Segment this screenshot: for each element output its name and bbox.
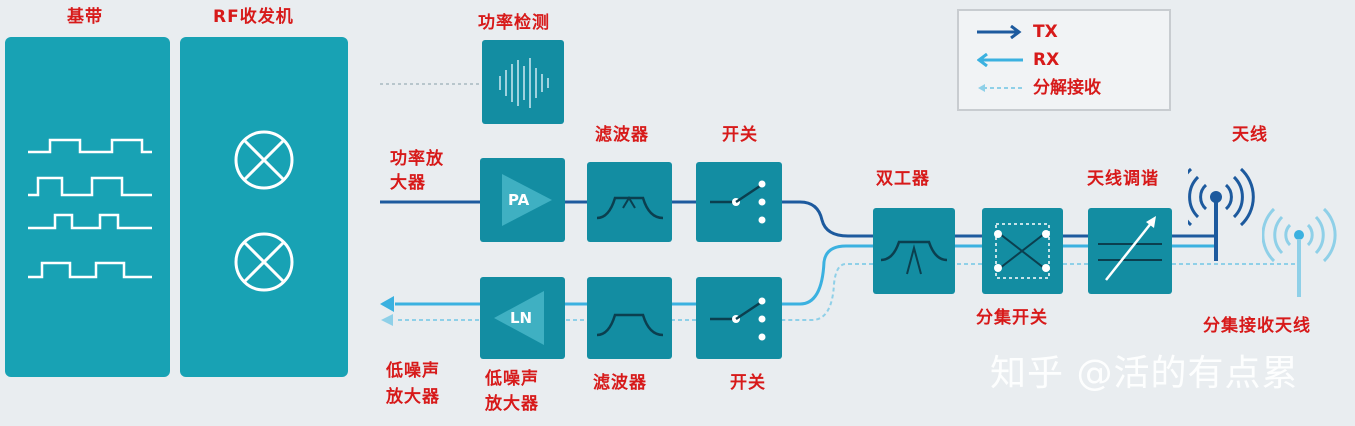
diversity-antenna-label: 分集接收天线	[1203, 316, 1311, 336]
switch-bottom-block	[696, 277, 782, 359]
legend: TX RX 分解接收	[957, 9, 1171, 111]
switch-bottom-label: 开关	[730, 373, 766, 393]
diversity-arrow-head	[381, 314, 393, 326]
switch-icon	[710, 180, 766, 224]
waveform-icon	[499, 58, 549, 108]
lna-left-label-2: 放大器	[386, 387, 440, 407]
crossover-switch-icon	[994, 223, 1050, 279]
switch-top-label: 开关	[722, 125, 758, 145]
diversity-antenna-icon	[1262, 207, 1337, 297]
power-amp-label-2: 大器	[390, 173, 426, 193]
baseband-waveforms	[28, 138, 152, 279]
filter-top-label: 滤波器	[595, 125, 649, 145]
antenna-tuner-label: 天线调谐	[1087, 169, 1159, 189]
diversity-switch-label: 分集开关	[976, 308, 1048, 328]
lna-label-1: 低噪声	[485, 369, 539, 389]
bandpass-filter-icon	[596, 196, 664, 220]
lna-label-2: 放大器	[485, 394, 539, 414]
power-detect-block	[482, 40, 564, 124]
duplexer-block	[873, 208, 955, 294]
switch-icon	[710, 297, 766, 341]
pa-block: PA	[480, 158, 565, 242]
power-amp-label-1: 功率放	[390, 149, 444, 169]
lna-block: LN	[480, 277, 565, 359]
bandpass-filter-icon	[596, 313, 664, 337]
diversity-switch-block	[982, 208, 1063, 294]
ln-text: LN	[510, 309, 533, 327]
filter-bottom-label: 滤波器	[593, 373, 647, 393]
rf-transceiver-panel	[180, 37, 348, 377]
duplexer-icon	[880, 240, 948, 275]
rx-path	[395, 244, 1218, 306]
tuner-icon	[1098, 216, 1162, 281]
filter-bottom-block	[587, 277, 672, 359]
tx-path	[380, 200, 1218, 238]
antenna-tuner-block	[1088, 208, 1172, 294]
legend-diversity: 分解接收	[1033, 78, 1101, 98]
amplifier-triangle-icon	[494, 291, 544, 345]
baseband-panel	[5, 37, 170, 377]
legend-rx: RX	[1033, 50, 1060, 70]
mixer-icons	[234, 130, 294, 292]
lna-left-label-1: 低噪声	[386, 361, 440, 381]
baseband-title: 基带	[67, 7, 103, 27]
filter-top-block	[587, 162, 672, 242]
rx-arrow-head	[380, 296, 394, 312]
switch-top-block	[696, 162, 782, 242]
antenna-label: 天线	[1232, 125, 1268, 145]
legend-tx: TX	[1033, 22, 1058, 42]
pa-text: PA	[508, 191, 530, 209]
watermark: 知乎 @活的有点累	[990, 353, 1299, 394]
antenna-icon	[1188, 167, 1255, 261]
rf-transceiver-title: RF收发机	[213, 7, 294, 27]
diversity-arrow-icon	[978, 84, 1023, 92]
amplifier-triangle-icon	[502, 174, 552, 226]
duplexer-label: 双工器	[876, 169, 930, 189]
rx-arrow-icon	[977, 53, 1023, 67]
power-detect-label: 功率检测	[478, 13, 550, 33]
tx-arrow-icon	[977, 25, 1022, 39]
